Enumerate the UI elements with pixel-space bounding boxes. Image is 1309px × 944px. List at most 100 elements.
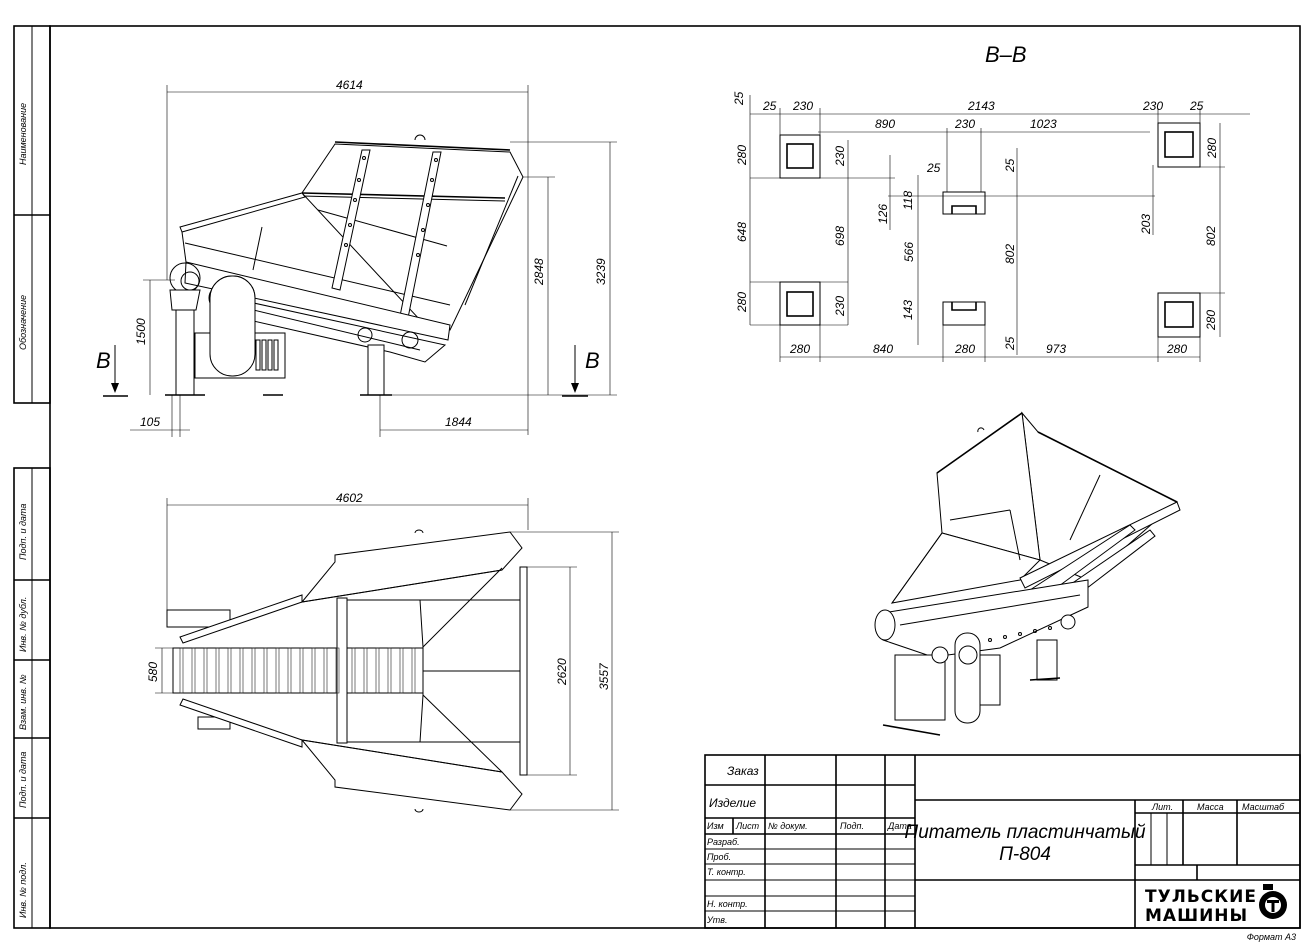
top-view-dimensions: 4602 2620 3557 580 <box>146 491 619 811</box>
section-dim-label: 840 <box>873 342 893 356</box>
section-dim-label: 230 <box>792 99 813 113</box>
section-mark-left: B <box>96 348 111 373</box>
role-approved: Утв. <box>706 915 727 925</box>
company-logo: ТУЛЬСКИЕ МАШИНЫ <box>1145 884 1287 926</box>
sheet-format: Формат А3 <box>1247 932 1296 942</box>
stamp-label-designation: Обозначение <box>18 295 28 350</box>
side-view-dimensions: 4614 2848 3239 1500 105 1844 B B <box>96 78 617 437</box>
section-dim-label: 25 <box>762 99 777 113</box>
section-dim-label: 143 <box>901 300 915 320</box>
col-header-signature: Подп. <box>840 821 864 831</box>
conveyor-slat <box>191 647 196 694</box>
section-dim-label: 802 <box>1003 244 1017 264</box>
rib-bolts <box>344 156 438 257</box>
drawing-title-line1: Питатель пластинчатый <box>904 822 1146 843</box>
conveyor-slat <box>227 647 232 694</box>
stamp-label-name: Наименование <box>18 103 28 165</box>
conveyor-slat <box>411 647 416 694</box>
conveyor-slat <box>375 647 380 694</box>
stamp-label-sign-date-2: Подп. и дата <box>18 752 28 808</box>
conveyor-slat <box>203 647 208 694</box>
section-mark-right: B <box>585 348 600 373</box>
section-dim-label: 698 <box>833 226 847 246</box>
conveyor-slat <box>215 647 220 694</box>
conveyor-slat <box>263 647 268 694</box>
conveyor-slat <box>387 647 392 694</box>
section-dim-label: 230 <box>1142 99 1163 113</box>
dim-offset-right: 1844 <box>445 415 472 429</box>
section-dimension-lines <box>749 95 1250 362</box>
conveyor-slat <box>251 647 256 694</box>
side-stamp-labels: Наименование Обозначение Подп. и дата Ин… <box>18 103 28 918</box>
gear-emblem-icon <box>1259 884 1287 919</box>
section-dim-label: 2143 <box>967 99 995 113</box>
section-dim-label: 25 <box>1189 99 1204 113</box>
conveyor-slat <box>275 647 280 694</box>
conveyor-slat <box>323 647 328 694</box>
role-developer: Разраб. <box>707 837 740 847</box>
product-label: Изделие <box>709 796 756 810</box>
section-dim-label: 280 <box>1166 342 1187 356</box>
dim-belt-width: 580 <box>146 662 160 682</box>
section-dim-label: 230 <box>833 296 847 317</box>
section-dim-label: 25 <box>1003 336 1017 351</box>
logo-line1: ТУЛЬСКИЕ <box>1145 887 1257 907</box>
side-view <box>165 134 524 396</box>
scale-label: Масштаб <box>1242 802 1285 812</box>
stamp-label-dup-inv: Инв. № дубл. <box>18 597 28 652</box>
lit-label: Лит. <box>1151 802 1173 812</box>
section-dim-label: 280 <box>735 292 749 313</box>
col-header-change: Изм <box>707 821 724 831</box>
stamp-label-replace-inv: Взам. инв. № <box>18 674 28 730</box>
section-dim-label: 973 <box>1046 342 1066 356</box>
conveyor-slat <box>363 647 368 694</box>
section-title: B–B <box>985 42 1027 67</box>
role-norm-control: Н. контр. <box>707 899 748 909</box>
dim-height-drive: 1500 <box>134 318 148 345</box>
stamp-label-sign-date: Подп. и дата <box>18 504 28 560</box>
dim-width-total: 3557 <box>597 662 611 690</box>
dim-offset-left: 105 <box>140 415 160 429</box>
conveyor-slat <box>179 647 184 694</box>
section-dim-label: 890 <box>875 117 895 131</box>
section-dim-label: 203 <box>1139 214 1153 235</box>
col-header-doc-no: № докум. <box>768 821 808 831</box>
col-header-date: Дата <box>887 821 912 831</box>
section-view: B–B <box>732 42 1250 362</box>
order-label: Заказ <box>727 764 759 778</box>
conveyor-slats <box>179 647 416 694</box>
section-dim-label: 230 <box>833 146 847 167</box>
top-view <box>166 529 528 813</box>
dim-height-total: 3239 <box>594 258 608 285</box>
section-dim-label: 25 <box>926 161 941 175</box>
sheet-frame <box>13 25 1301 929</box>
section-dim-label: 25 <box>732 91 746 106</box>
dim-width-inner: 2620 <box>555 658 569 686</box>
foundation-plates <box>779 122 1201 338</box>
drawing-title-line2: П-804 <box>999 844 1051 865</box>
conveyor-slat <box>351 647 356 694</box>
conveyor-slat <box>311 647 316 694</box>
conveyor-slat <box>239 647 244 694</box>
iso-bolts <box>988 626 1052 642</box>
dim-overall-length: 4614 <box>336 78 363 92</box>
conveyor-slat <box>399 647 404 694</box>
section-dim-label: 280 <box>1205 138 1219 159</box>
role-checked: Проб. <box>707 852 731 862</box>
conveyor-slat <box>299 647 304 694</box>
section-dim-label: 280 <box>735 145 749 166</box>
section-dim-label: 126 <box>876 204 890 224</box>
section-dim-label: 280 <box>1204 310 1218 331</box>
section-dimension-labels: 25 25 230 2143 230 25 890 230 1023 280 230 25 25 280 1… <box>732 91 1219 356</box>
section-dim-label: 25 <box>1003 158 1017 173</box>
stamp-label-orig-inv: Инв. № подл. <box>18 862 28 918</box>
section-dim-label: 280 <box>954 342 975 356</box>
mass-label: Масса <box>1197 802 1224 812</box>
section-dim-label: 1023 <box>1030 117 1057 131</box>
section-dim-label: 566 <box>902 242 916 262</box>
section-dim-label: 280 <box>789 342 810 356</box>
conveyor-slat <box>335 647 340 694</box>
section-dim-label: 118 <box>901 191 915 210</box>
motor-fins <box>255 339 279 371</box>
